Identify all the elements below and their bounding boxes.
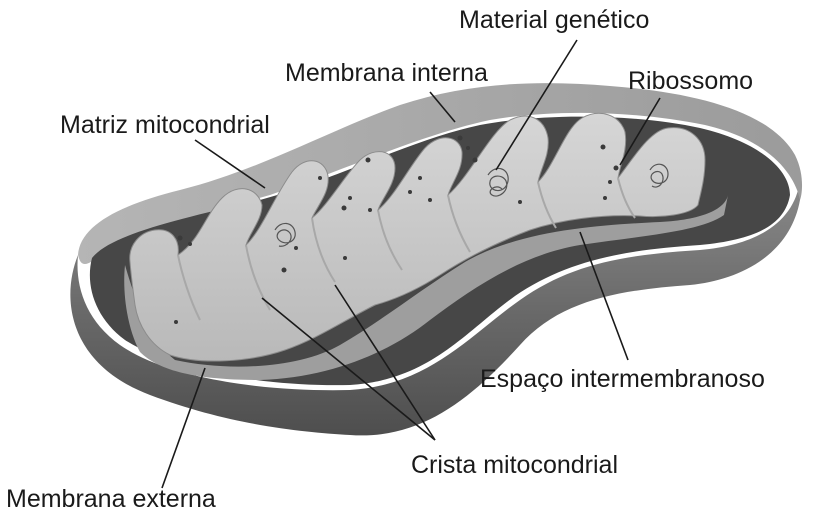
ribosome-dot (174, 320, 178, 324)
label-membrana-interna: Membrana interna (285, 59, 488, 87)
label-material-genetico: Material genético (459, 6, 649, 34)
ribosome-dot (608, 180, 612, 184)
ribosome-dot (294, 246, 298, 250)
label-membrana-externa: Membrana externa (6, 485, 216, 513)
ribosome-dot (342, 206, 347, 211)
ribosome-dot (178, 236, 183, 241)
ribosome-dot (368, 208, 372, 212)
ribosome-dot (418, 176, 422, 180)
ribosome-dot (188, 242, 192, 246)
label-matriz-mitocondrial: Matriz mitocondrial (60, 111, 270, 139)
ribosome-dot (318, 176, 322, 180)
ribosome-dot (601, 145, 606, 150)
ribosome-dot (518, 200, 522, 204)
ribosome-dot (614, 166, 619, 171)
label-crista-mitocondrial: Crista mitocondrial (411, 451, 618, 479)
ribosome-dot (408, 190, 412, 194)
ribosome-dot (466, 146, 470, 150)
label-ribossomo: Ribossomo (628, 67, 753, 95)
ribosome-dot (343, 256, 347, 260)
ribosome-dot (473, 158, 478, 163)
ribosome-dot (348, 196, 352, 200)
ribosome-dot (458, 136, 463, 141)
ribosome-dot (366, 158, 371, 163)
label-espaco-intermembranoso: Espaço intermembranoso (480, 365, 765, 393)
ribosome-dot (603, 196, 607, 200)
ribosome-dot (428, 198, 432, 202)
ribosome-dot (282, 268, 287, 273)
